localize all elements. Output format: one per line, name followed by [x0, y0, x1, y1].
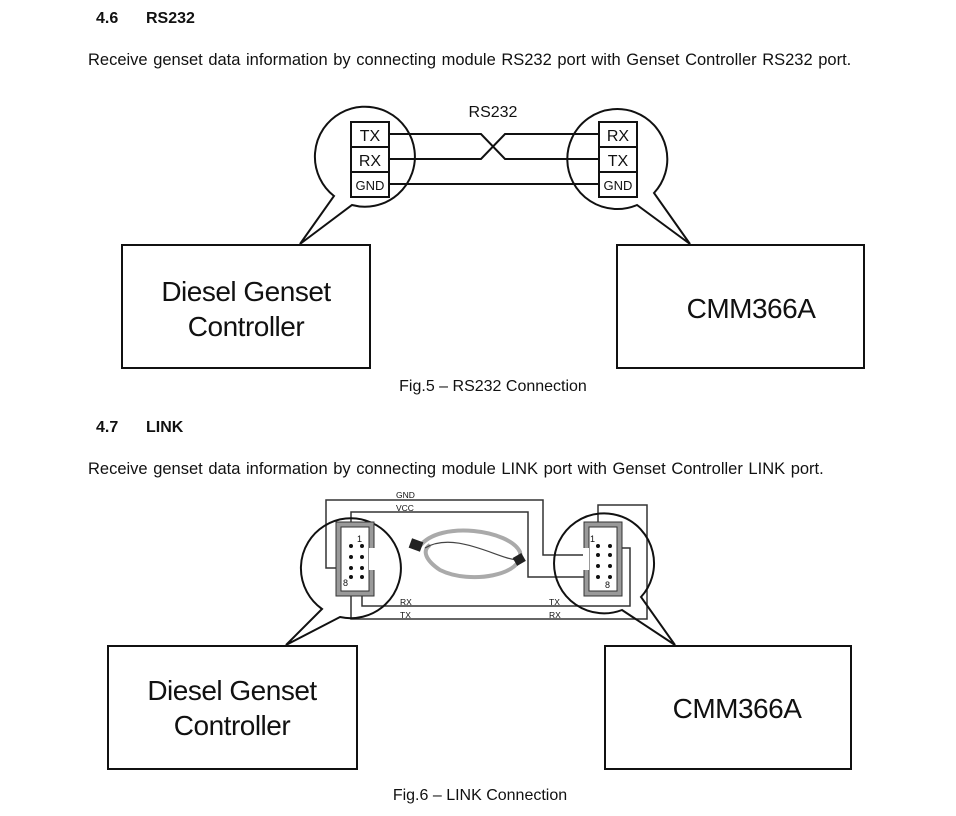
section-paragraph-link: Receive genset data information by conne… [88, 456, 928, 483]
figure-caption-rs232: Fig.5 – RS232 Connection [399, 378, 587, 395]
right-device-box [616, 244, 865, 369]
right-callout-bubble [553, 512, 676, 646]
right-device-label: CMM366A [673, 693, 803, 724]
wire-left-tx-to-right-rx [350, 504, 648, 620]
right-pin-block [598, 121, 638, 198]
right-pin-3: GND [604, 178, 633, 193]
right-device-box [604, 645, 852, 770]
figure-caption-link: Fig.6 – LINK Connection [392, 787, 568, 804]
wire-label-gnd: GND [396, 490, 415, 500]
right-pin-8-label: 8 [605, 580, 610, 590]
link-cable-image [408, 528, 526, 580]
left-callout-bubble [285, 517, 402, 646]
left-device-label-line2: Controller [188, 311, 305, 342]
wire-gnd [325, 499, 599, 569]
left-pin-8-label: 8 [343, 578, 348, 588]
wire-label-vcc: VCC [396, 503, 414, 513]
left-device-box [107, 645, 358, 770]
wire-rx-to-tx [389, 133, 599, 160]
wire-label-left-tx: TX [400, 610, 411, 620]
left-pin-2: RX [359, 153, 382, 170]
link-diagram: GND VCC RX TX TX RX 1 8 1 8 Diesel Gense… [107, 490, 852, 770]
right-link-connector [583, 521, 623, 597]
section-title: RS232 [146, 10, 195, 27]
rs232-diagram: RS232 TX RX GND RX TX GND Diesel Genset … [121, 104, 865, 369]
wire-label-right-tx: TX [549, 597, 560, 607]
left-pin-3: GND [356, 178, 385, 193]
paragraph-text: Receive genset data information by conne… [88, 51, 852, 69]
paragraph-text: Receive genset data information by conne… [88, 460, 824, 478]
left-device-label-line2: Controller [174, 710, 291, 741]
section-heading-rs232: 4.6 RS232 [96, 10, 296, 30]
wire-label-right-rx: RX [549, 610, 561, 620]
bus-label: RS232 [469, 104, 518, 121]
right-pin-2: TX [608, 153, 629, 170]
wire-label-left-rx: RX [400, 597, 412, 607]
section-heading-link: 4.7 LINK [96, 419, 296, 439]
section-title: LINK [146, 419, 184, 436]
section-number: 4.6 [96, 10, 119, 27]
section-paragraph-rs232: Receive genset data information by conne… [60, 47, 900, 74]
right-pin-1-label: 1 [590, 534, 595, 544]
left-pin-1: TX [360, 128, 381, 145]
left-device-label-line1: Diesel Genset [147, 675, 317, 706]
right-pin-1: RX [607, 128, 630, 145]
left-device-label-line1: Diesel Genset [161, 276, 331, 307]
left-pin-block [350, 121, 390, 198]
left-pin-1-label: 1 [357, 534, 362, 544]
right-device-label: CMM366A [687, 293, 817, 324]
left-device-box [121, 244, 371, 369]
section-number: 4.7 [96, 419, 119, 436]
left-link-connector [335, 521, 375, 597]
wire-vcc [350, 511, 599, 578]
